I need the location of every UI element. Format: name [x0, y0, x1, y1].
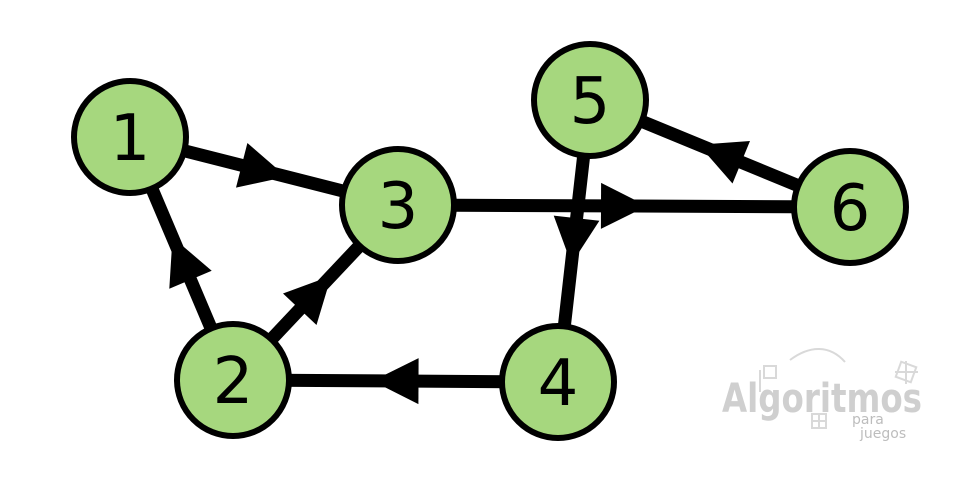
node-circle	[531, 41, 649, 159]
node-4: 4	[499, 323, 617, 441]
logo-sub-text-juegos: juegos	[859, 426, 906, 442]
node-label: 5	[570, 65, 611, 139]
node-label: 4	[538, 347, 579, 421]
node-label: 6	[830, 172, 871, 246]
logo-sub-text-para: para	[852, 412, 884, 428]
node-circle	[499, 323, 617, 441]
algoritmos-para-juegos-logo: Algoritmos para juegos	[722, 348, 922, 442]
arrowhead	[372, 358, 419, 405]
node-circle	[174, 321, 292, 439]
node-label: 2	[213, 345, 254, 419]
node-label: 3	[378, 170, 419, 244]
arrowhead	[169, 237, 212, 289]
node-circle	[791, 148, 909, 266]
node-6: 6	[791, 148, 909, 266]
arrowhead	[283, 275, 332, 325]
arrowhead	[698, 141, 750, 184]
node-2: 2	[174, 321, 292, 439]
node-label: 1	[110, 102, 151, 176]
logo-main-text: Algoritmos	[722, 376, 922, 422]
node-5: 5	[531, 41, 649, 159]
arrowhead	[236, 143, 287, 188]
logo-decoration-icon	[759, 348, 918, 429]
node-circle	[339, 146, 457, 264]
arrowhead	[553, 215, 600, 264]
edge-3-to-6	[391, 182, 857, 229]
arrowhead	[600, 182, 647, 229]
node-circle	[71, 78, 189, 196]
node-3: 3	[339, 146, 457, 264]
node-1: 1	[71, 78, 189, 196]
nodes-layer: 1 2 3 4 5 6	[71, 41, 909, 441]
